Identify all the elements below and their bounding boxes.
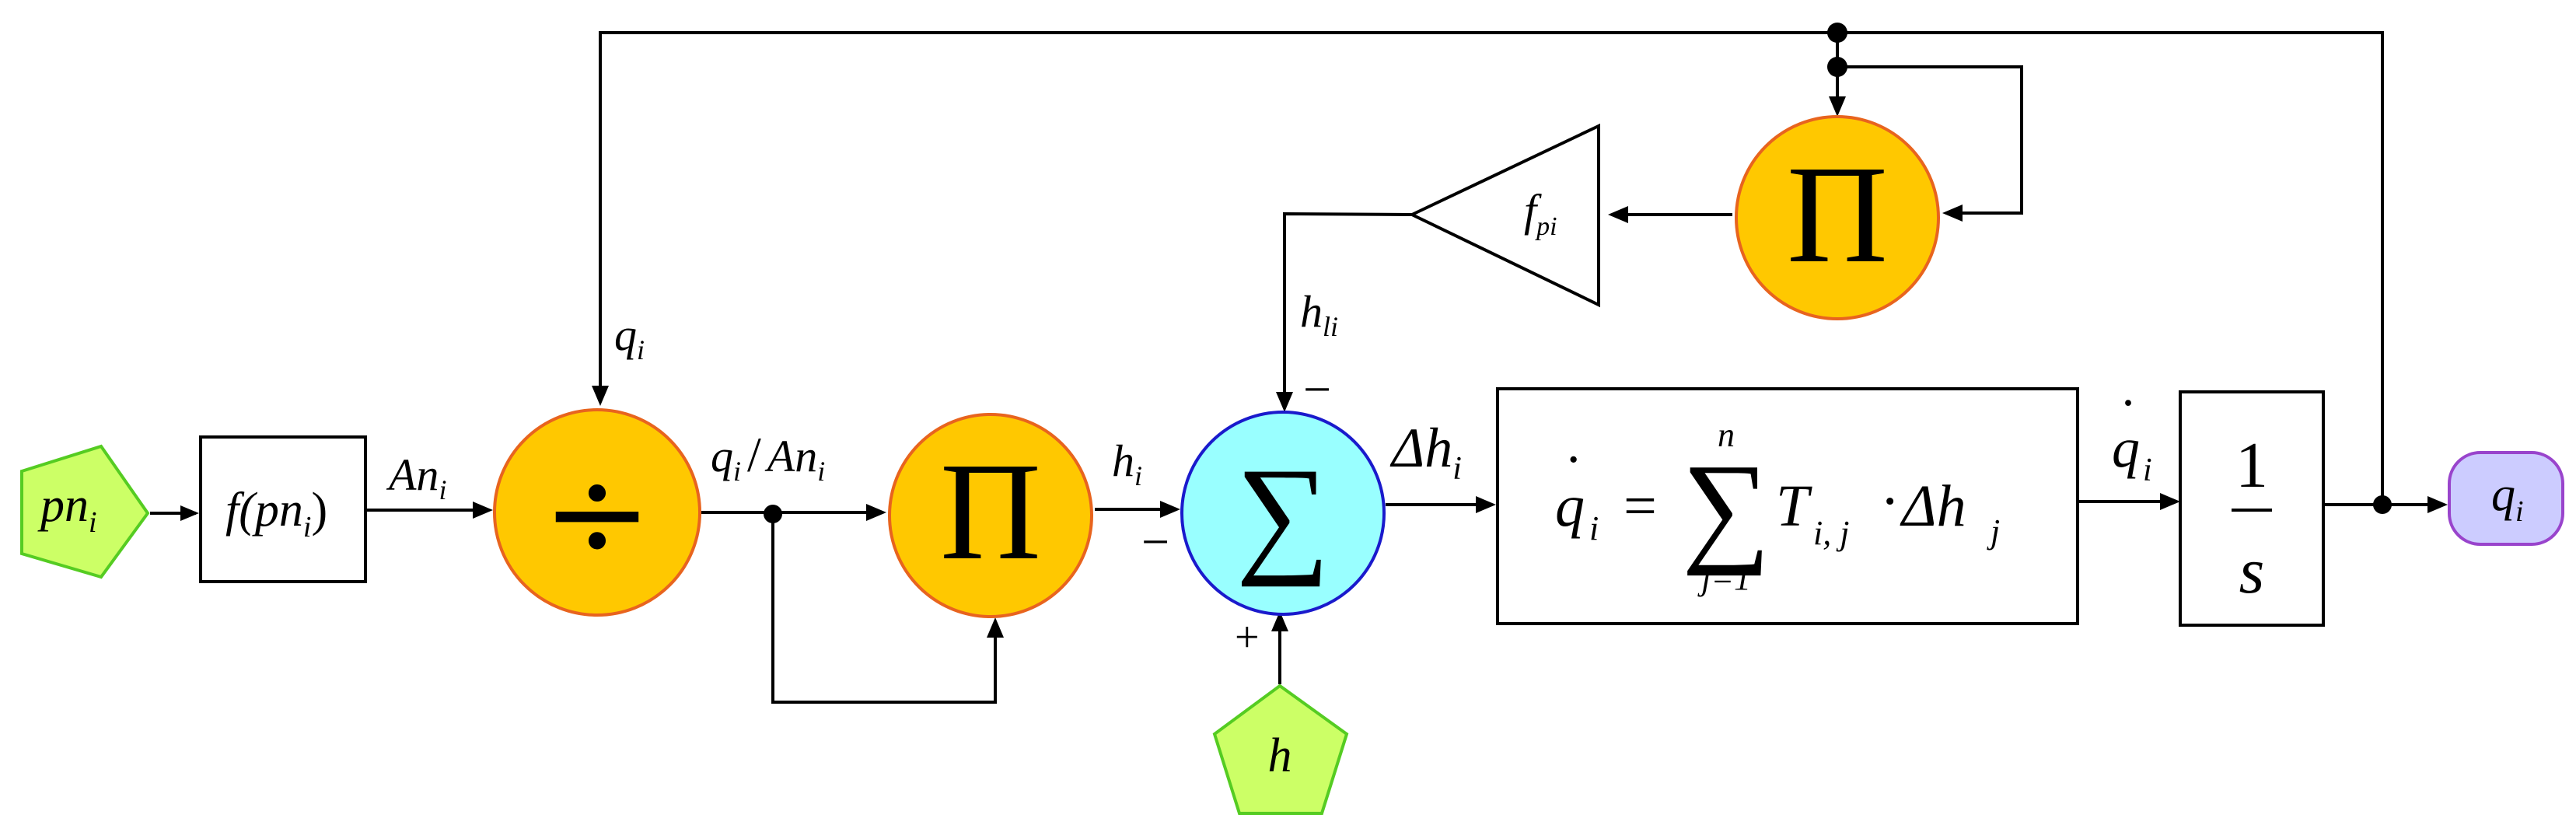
label-q-top-base: q: [614, 309, 637, 360]
pn-source-sub: i: [89, 506, 97, 539]
label-h-i-sub: i: [1134, 460, 1142, 491]
output-sub: i: [2515, 495, 2524, 528]
output-label: q: [2491, 468, 2515, 521]
arrowhead: [866, 504, 886, 521]
label-h-li: hli: [1300, 286, 1338, 342]
svg-text:pni: pni: [37, 479, 97, 539]
integrator-block: 1 s: [2179, 390, 2325, 627]
h-source-pentagon: h: [1212, 683, 1349, 815]
eq-lower: j=1: [1697, 559, 1751, 597]
product-top-icon: Π: [1787, 137, 1888, 292]
product-circle-left: Π: [888, 413, 1093, 618]
label-q-dot-dot: ·: [2120, 375, 2137, 432]
label-h-li-base: h: [1300, 286, 1323, 337]
arrowhead: [1276, 392, 1293, 412]
divide-circle: ÷: [493, 408, 701, 617]
wire-square-loop-top: [1837, 65, 2023, 215]
f-arg: pn: [252, 484, 303, 537]
f-prefix: f(: [225, 484, 257, 537]
label-h-li-sub: li: [1323, 311, 1338, 342]
label-q-dot-base: q: [2112, 417, 2140, 479]
eq-delta: Δh: [1900, 474, 1966, 539]
divide-icon: ÷: [542, 436, 652, 590]
label-an-sub: i: [439, 474, 446, 505]
arrowhead: [473, 502, 493, 519]
pn-source-label: pn: [37, 479, 89, 532]
pn-source-pentagon: pni: [20, 444, 150, 579]
arrowhead: [180, 505, 199, 521]
label-h-i-base: h: [1112, 435, 1134, 486]
label-an2: An: [764, 431, 817, 481]
wire-feedback-top: [599, 31, 2384, 505]
eq-lhs-sub: i: [1589, 509, 1599, 547]
equation-block: q · i = n ∑ j=1 T i, j · Δh j: [1496, 387, 2079, 625]
arrowhead: [1476, 496, 1496, 513]
sum-minus-top: −: [1303, 362, 1331, 417]
eq-delta-sub: j: [1987, 512, 2000, 551]
sum-icon: ∑: [1236, 441, 1330, 587]
label-q-top: qi: [614, 309, 645, 365]
label-h-i: hi: [1112, 435, 1142, 491]
sum-plus-bottom: +: [1235, 614, 1260, 662]
product-circle-top: Π: [1735, 115, 1940, 320]
arrowhead: [592, 386, 609, 406]
label-slash: /: [747, 427, 761, 482]
label-delta-h-base: Δh: [1389, 417, 1452, 479]
label-an: Ani: [386, 449, 446, 505]
h-source-label: h: [1268, 729, 1292, 782]
eq-lhs-dot: ·: [1564, 430, 1582, 490]
output-terminal: qi: [2448, 451, 2564, 546]
eq-equals: =: [1624, 474, 1657, 539]
f-arg-sub: i: [303, 511, 312, 544]
product-icon: Π: [940, 434, 1041, 589]
arrowhead: [1608, 206, 1628, 223]
f-suffix: ): [311, 484, 327, 537]
label-an-base: An: [386, 449, 439, 500]
signal-wires: [150, 23, 2448, 704]
integrator-num: 1: [2235, 429, 2268, 502]
wire-square-loop: [771, 512, 997, 704]
arrowhead: [987, 617, 1004, 638]
eq-dot-op: ·: [1880, 469, 1900, 534]
eq-sigma-icon: ∑: [1682, 438, 1770, 576]
function-block: f(pni): [199, 435, 367, 583]
label-an2-sub: i: [817, 456, 825, 487]
arrowhead: [1829, 96, 1846, 117]
sum-minus-left: −: [1141, 514, 1169, 569]
gain-triangle: fpi: [1408, 123, 1600, 308]
arrowhead: [1271, 611, 1288, 631]
eq-lhs: q: [1555, 474, 1585, 539]
sum-circle: ∑ − − +: [1141, 362, 1386, 662]
label-q-dot-sub: i: [2143, 453, 2152, 488]
svg-text:f(pni): f(pni): [225, 484, 327, 544]
eq-upper: n: [1718, 416, 1735, 454]
arrowhead: [2427, 496, 2448, 513]
junction-dot: [764, 505, 782, 523]
label-q: q: [711, 431, 733, 481]
arrowhead: [1160, 501, 1180, 518]
label-q-dot: q · i: [2112, 375, 2152, 488]
eq-t-sub: i, j: [1813, 514, 1849, 552]
label-delta-h-sub: i: [1452, 451, 1462, 487]
wire-gain-to-sum: [1283, 211, 1413, 395]
gain-sub: pi: [1535, 212, 1557, 241]
svg-text:qi: qi: [2491, 468, 2524, 528]
arrowhead: [2160, 493, 2180, 510]
label-delta-h: Δhi: [1389, 417, 1462, 487]
eq-t: T: [1776, 474, 1812, 539]
label-q-sub: i: [733, 456, 741, 487]
integrator-den: s: [2239, 535, 2265, 607]
label-q-over-an: qi/Ani: [711, 427, 825, 487]
label-q-top-sub: i: [637, 334, 645, 365]
arrowhead: [1942, 205, 1963, 222]
